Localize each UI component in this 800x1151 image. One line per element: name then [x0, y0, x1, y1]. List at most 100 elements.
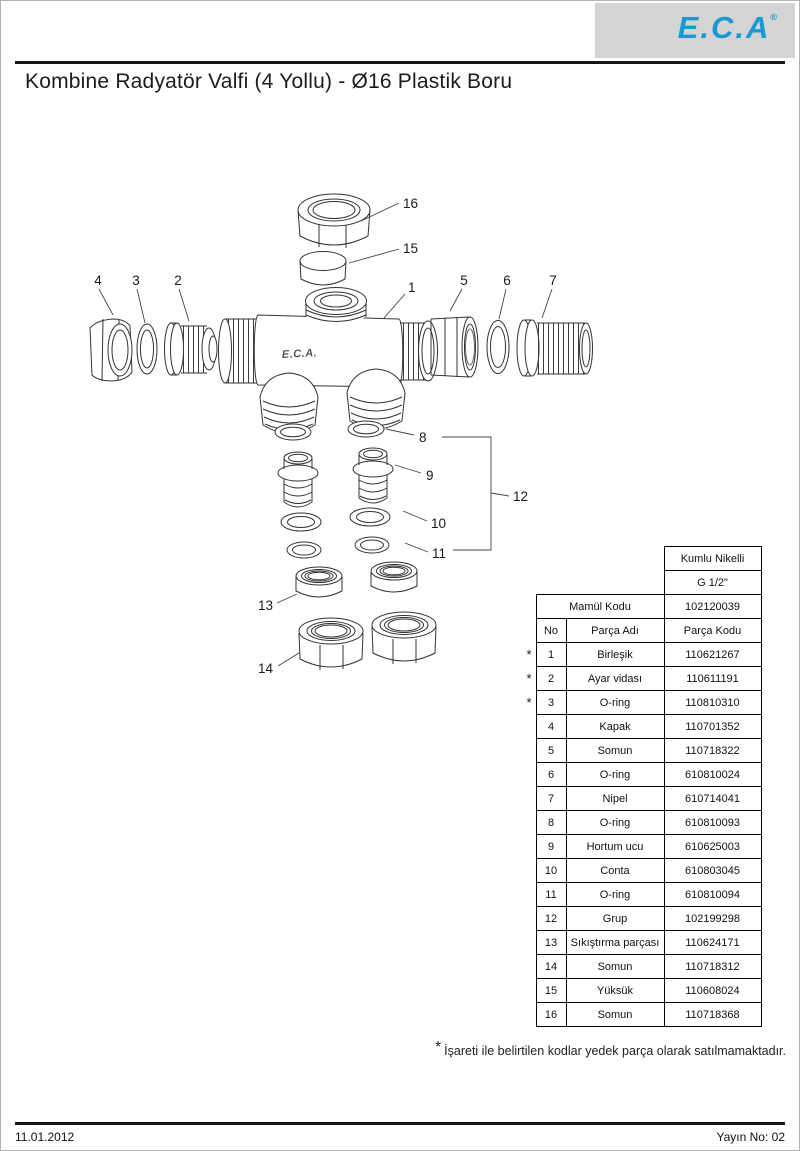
no-cell: 10 [535, 858, 567, 883]
callout-9: 9 [394, 464, 434, 483]
no-cell: 5 [535, 738, 567, 763]
code-cell: 110718368 [663, 1002, 762, 1027]
callout-15: 15 [348, 241, 418, 264]
star-cell [522, 763, 536, 787]
no-cell: 3 [535, 690, 567, 715]
name-cell: Nipel [565, 786, 665, 811]
name-cell: Kapak [565, 714, 665, 739]
callout-4: 4 [94, 273, 114, 316]
part-9-hose-ends [277, 447, 394, 508]
part-15-sleeve [299, 251, 347, 286]
part-8-orings [274, 420, 385, 441]
name-cell: Ayar vidası [565, 666, 665, 691]
variant-header-cell: Kumlu Nikelli [663, 546, 762, 571]
no-cell: 15 [535, 978, 567, 1003]
name-cell: O-ring [565, 882, 665, 907]
footnote-star: * [434, 1039, 442, 1056]
callout-label-9: 9 [426, 468, 434, 483]
callout-2: 2 [174, 273, 190, 322]
callout-16: 16 [360, 196, 418, 222]
brand-logo-box: E.C.A® [595, 3, 795, 58]
star-cell [522, 859, 536, 883]
code-cell: 110810310 [663, 690, 762, 715]
table-row-variant: Kumlu Nikelli [522, 546, 762, 571]
code-cell: 610810093 [663, 810, 762, 835]
name-cell: Somun [565, 738, 665, 763]
brand-logo-text: E.C.A [677, 10, 771, 45]
callout-12-group-bracket: 12 [442, 436, 528, 551]
no-cell: 8 [535, 810, 567, 835]
footnote: *İşareti ile belirtilen kodlar yedek par… [435, 1039, 786, 1058]
callout-label-14: 14 [258, 661, 274, 676]
callout-14: 14 [258, 652, 300, 676]
callout-11: 11 [404, 542, 446, 561]
no-cell: 13 [535, 930, 567, 955]
no-cell: 7 [535, 786, 567, 811]
code-cell: 610810094 [663, 882, 762, 907]
no-cell: 6 [535, 762, 567, 787]
no-cell: 1 [535, 642, 567, 667]
callout-label-15: 15 [403, 241, 418, 256]
callout-3: 3 [132, 273, 146, 324]
callout-13: 13 [258, 593, 298, 613]
part-10-gaskets [280, 507, 391, 532]
name-cell: O-ring [565, 690, 665, 715]
callout-8: 8 [385, 428, 427, 445]
product-code-value-cell: 102120039 [663, 594, 762, 619]
callout-label-8: 8 [419, 430, 427, 445]
callout-label-1: 1 [408, 280, 416, 295]
star-cell: * [526, 647, 532, 662]
part-13-compression-rings [295, 561, 418, 598]
col-header-no: No [535, 618, 567, 643]
code-cell: 610803045 [663, 858, 762, 883]
footer-issue-number: Yayın No: 02 [716, 1130, 785, 1144]
product-code-label-cell: Mamül Kodu [535, 594, 665, 619]
name-cell: Sıkıştırma parçası [565, 930, 665, 955]
callout-label-12: 12 [513, 489, 528, 504]
body-embossed-logo: E.C.A. [282, 347, 318, 361]
star-cell [522, 907, 536, 931]
callout-1: 1 [383, 280, 416, 319]
no-cell: 12 [535, 906, 567, 931]
size-header-cell: G 1/2" [663, 570, 762, 595]
star-cell [522, 787, 536, 811]
part-1-valve-body: E.C.A. [218, 287, 438, 434]
name-cell: Birleşik [565, 642, 665, 667]
star-cell: * [526, 695, 532, 710]
part-3-oring [136, 323, 158, 375]
part-16-nut [297, 193, 371, 248]
callout-label-3: 3 [132, 273, 140, 288]
star-cell [522, 955, 536, 979]
callout-7: 7 [541, 273, 557, 319]
no-cell: 4 [535, 714, 567, 739]
code-cell: 102199298 [663, 906, 762, 931]
star-cell: * [526, 671, 532, 686]
code-cell: 610625003 [663, 834, 762, 859]
name-cell: Conta [565, 858, 665, 883]
title-rule [15, 61, 785, 64]
name-cell: Grup [565, 906, 665, 931]
star-cell [522, 979, 536, 1003]
col-header-code: Parça Kodu [663, 618, 762, 643]
no-cell: 11 [535, 882, 567, 907]
name-cell: Hortum ucu [565, 834, 665, 859]
no-cell: 2 [535, 666, 567, 691]
name-cell: Yüksük [565, 978, 665, 1003]
registered-mark: ® [770, 12, 777, 22]
part-14-nuts [298, 611, 437, 671]
